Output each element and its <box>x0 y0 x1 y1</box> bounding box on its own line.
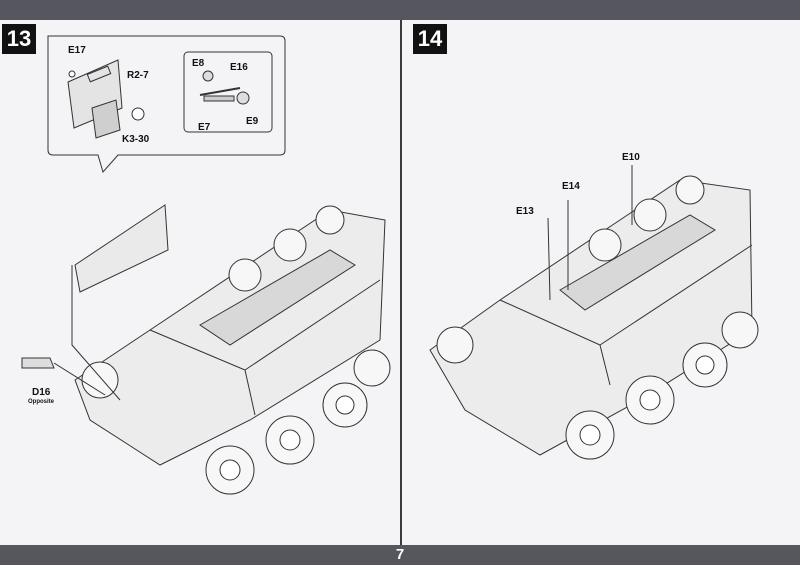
page-number: 7 <box>395 546 405 563</box>
step-number-13: 13 <box>2 24 36 54</box>
part-label-e17: E17 <box>68 45 86 56</box>
hinge-part <box>131 107 145 121</box>
callout-frame-13 <box>47 35 286 174</box>
part-label-e14: E14 <box>562 181 580 192</box>
bottom-bar <box>0 545 800 565</box>
part-e17-knob <box>68 70 76 78</box>
part-label-e16: E16 <box>230 62 248 73</box>
page-divider <box>400 20 402 545</box>
top-bar <box>0 0 800 20</box>
part-label-r2-7: R2-7 <box>127 70 149 81</box>
part-note-opposite: Opposite <box>28 399 55 405</box>
part-k3-30 <box>91 99 121 139</box>
part-label-e9: E9 <box>246 116 259 127</box>
part-label-e8: E8 <box>192 58 205 69</box>
part-label-e13: E13 <box>516 206 534 217</box>
callout-frame-hinge <box>183 51 273 133</box>
part-label-e7: E7 <box>198 122 211 133</box>
part-label-d16: D16 <box>32 387 51 398</box>
part-label-e10: E10 <box>622 152 640 163</box>
part-label-k3-30: K3-30 <box>122 134 150 145</box>
part-d16 <box>21 357 55 369</box>
step-number-14: 14 <box>413 24 447 54</box>
panel-slot <box>86 65 112 83</box>
